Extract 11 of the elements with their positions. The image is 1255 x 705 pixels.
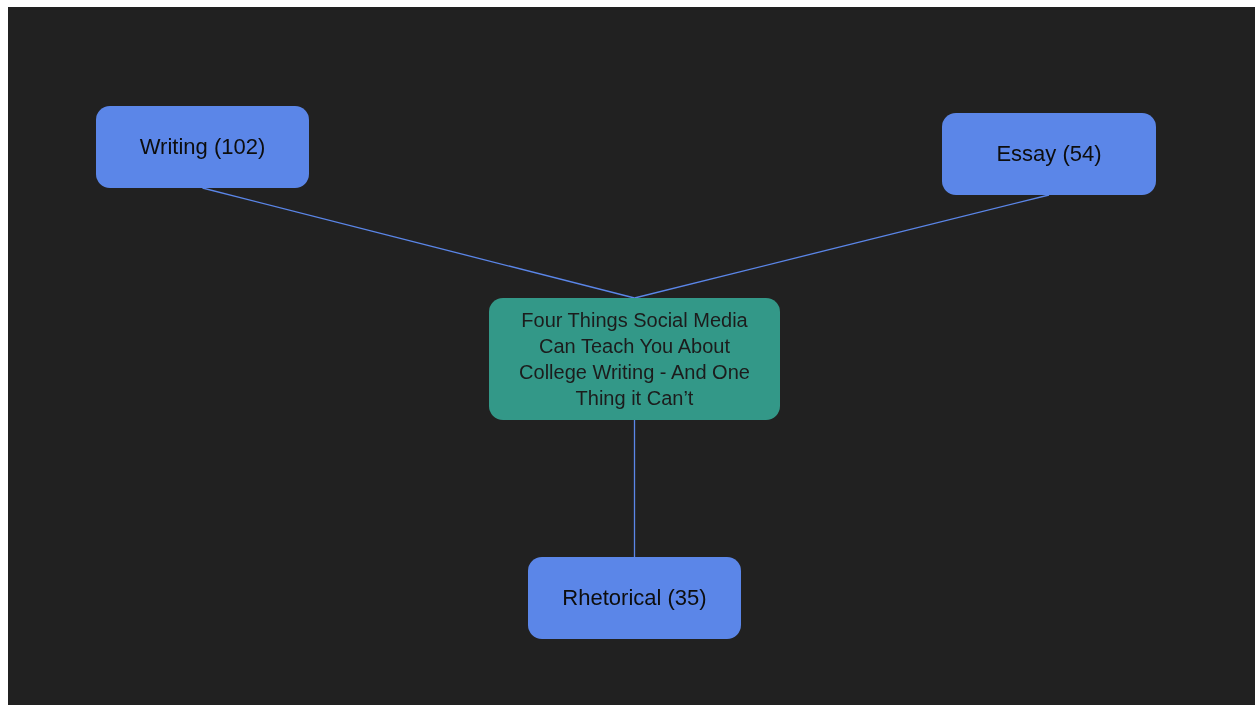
tag-box — [96, 106, 309, 188]
connector-line — [633, 419, 636, 558]
topic-box — [489, 298, 780, 420]
tag-label: Writing (102) — [139, 132, 266, 161]
topic-title: Four Things Social Media Can Teach You About College Writing - And One Thing it Can’t — [518, 308, 751, 411]
connector-line — [633, 194, 1050, 299]
tag-label: Essay (54) — [996, 139, 1102, 168]
tag-label: Rhetorical (35) — [562, 583, 707, 612]
connector-line — [201, 187, 636, 299]
tag-box — [528, 557, 741, 639]
tag-box — [942, 113, 1156, 195]
